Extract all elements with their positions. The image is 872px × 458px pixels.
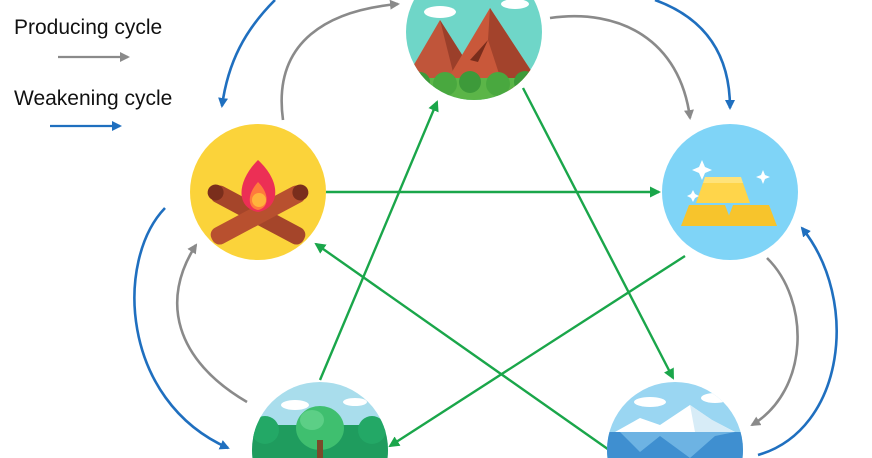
legend-weakening-label: Weakening cycle	[14, 87, 173, 110]
arrow-earth-to-fire	[218, 0, 276, 108]
forest-icon	[252, 382, 388, 458]
earth-node	[406, 0, 542, 100]
arrow-wood-to-earth	[318, 100, 439, 381]
legend-producing-label: Producing cycle	[14, 16, 163, 39]
fire-node	[190, 124, 326, 260]
water-node	[607, 382, 743, 458]
metal-node	[662, 124, 798, 260]
arrow-fire-to-wood	[133, 207, 230, 450]
arrow-water-to-fire	[314, 242, 613, 453]
arrow-wood-to-fire	[175, 243, 248, 404]
iceberg-icon	[607, 382, 743, 458]
arrow-water-to-metal	[757, 226, 838, 457]
arrow-metal-to-water	[750, 257, 799, 427]
arrow-earth-to-water	[521, 87, 675, 380]
gold-bars-icon	[662, 124, 798, 260]
arrow-metal-to-wood	[388, 254, 686, 448]
arrow-metal-to-earth	[654, 0, 735, 110]
wood-node	[252, 382, 388, 458]
campfire-icon	[190, 124, 326, 260]
arrow-earth-to-metal	[549, 14, 694, 120]
mountain-icon	[406, 0, 542, 100]
arrow-fire-to-earth	[280, 0, 400, 121]
